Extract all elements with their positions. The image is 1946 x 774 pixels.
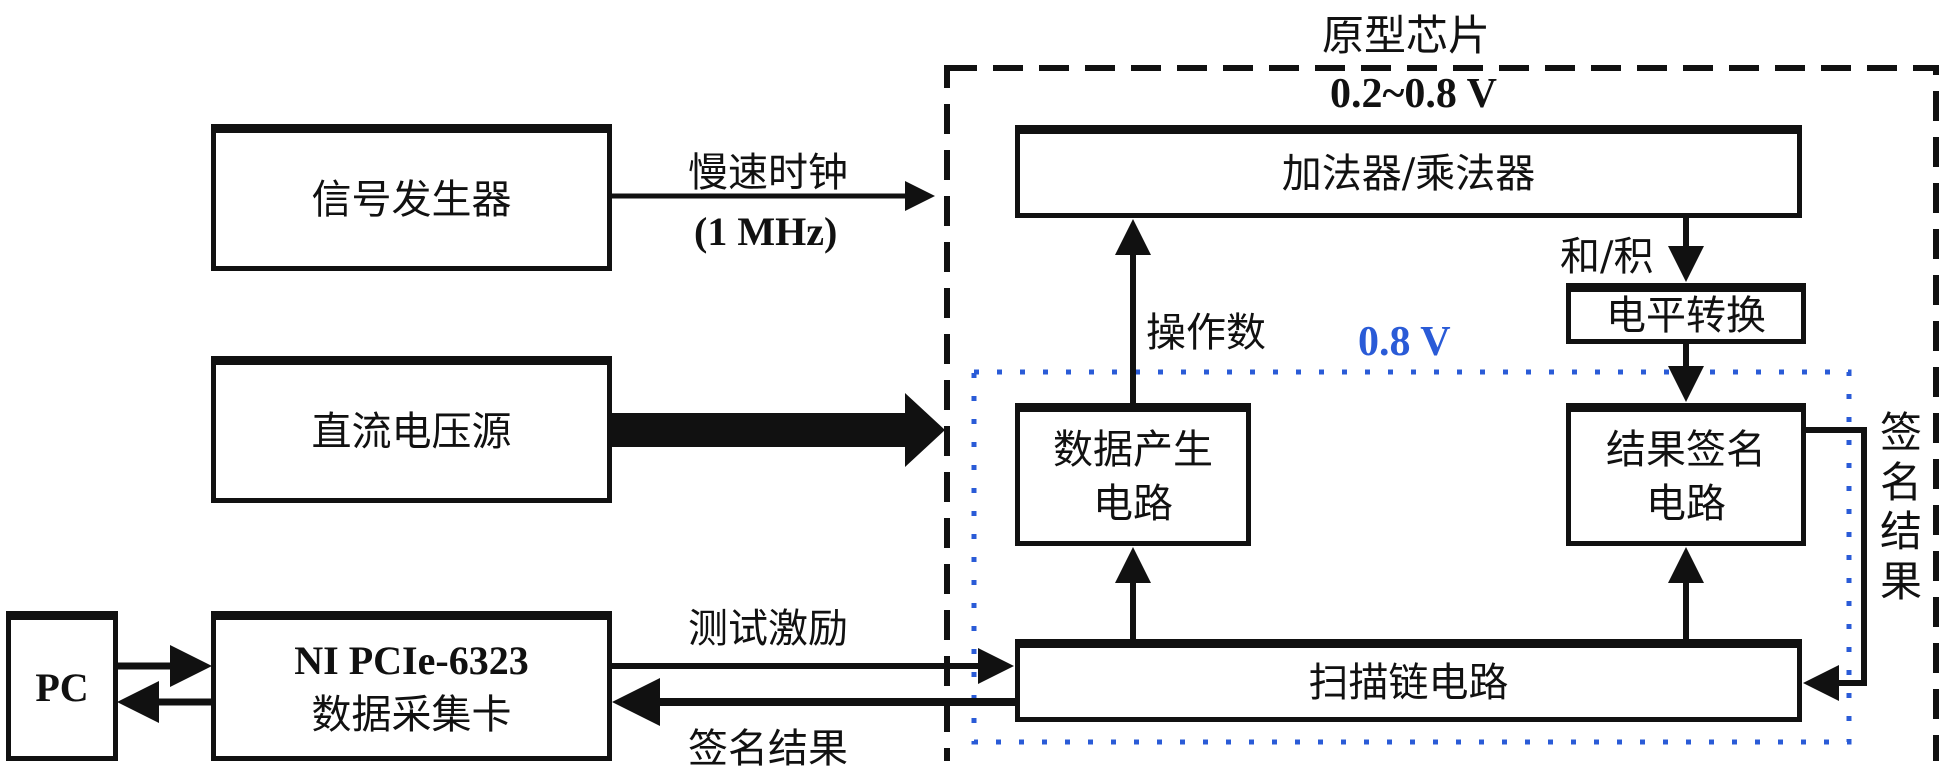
signature-result-label: 签名结果 xyxy=(688,726,848,772)
scan-chain-label: 扫描链电路 xyxy=(1308,659,1509,706)
test-stimulus-label: 测试激励 xyxy=(688,606,848,652)
chip-boundary xyxy=(944,65,1939,761)
data-generator-block: 数据产生 电路 xyxy=(1015,403,1251,546)
signature-result-side-label: 签 名 结 果 xyxy=(1876,408,1926,606)
signature-label-1: 结果签名 xyxy=(1606,426,1766,473)
operands-label: 操作数 xyxy=(1146,310,1266,356)
scan-chain-block: 扫描链电路 xyxy=(1015,639,1802,722)
pc-block: PC xyxy=(6,611,118,761)
signal-generator-block: 信号发生器 xyxy=(211,124,612,271)
dc-source-label: 直流电压源 xyxy=(311,408,512,455)
signature-feedback-arrow xyxy=(1803,427,1867,701)
side-char: 结 xyxy=(1879,507,1922,557)
signature-label-2: 电路 xyxy=(1646,480,1726,527)
side-char: 果 xyxy=(1879,556,1922,606)
pc-label: PC xyxy=(35,665,89,710)
slow-clock-label: 慢速时钟 xyxy=(688,150,848,196)
side-char: 签 xyxy=(1879,408,1922,457)
daq-card-model: NI PCIe-6323 xyxy=(294,638,529,683)
data-gen-label-2: 电路 xyxy=(1093,480,1173,527)
chip-voltage-label: 0.2~0.8 V xyxy=(1330,71,1497,117)
slow-clock-freq-label: (1 MHz) xyxy=(694,209,838,254)
level-shifter-block: 电平转换 xyxy=(1566,283,1806,344)
result-signature-block: 结果签名 电路 xyxy=(1566,403,1806,546)
core-voltage-boundary xyxy=(971,369,1852,745)
daq-card-name: 数据采集卡 xyxy=(311,692,512,738)
daq-card-block: NI PCIe-6323 数据采集卡 xyxy=(211,611,612,761)
dc-voltage-source-block: 直流电压源 xyxy=(211,356,612,503)
chip-title: 原型芯片 xyxy=(1322,11,1491,60)
sum-product-label: 和/积 xyxy=(1560,234,1654,280)
core-voltage-label: 0.8 V xyxy=(1358,319,1451,365)
dc-power-arrow xyxy=(612,393,945,467)
adder-multiplier-label: 加法器/乘法器 xyxy=(1281,150,1536,197)
data-gen-label-1: 数据产生 xyxy=(1053,426,1213,473)
level-shifter-label: 电平转换 xyxy=(1606,292,1766,339)
adder-multiplier-block: 加法器/乘法器 xyxy=(1015,125,1802,218)
signal-generator-label: 信号发生器 xyxy=(311,176,512,223)
side-char: 名 xyxy=(1879,457,1922,507)
